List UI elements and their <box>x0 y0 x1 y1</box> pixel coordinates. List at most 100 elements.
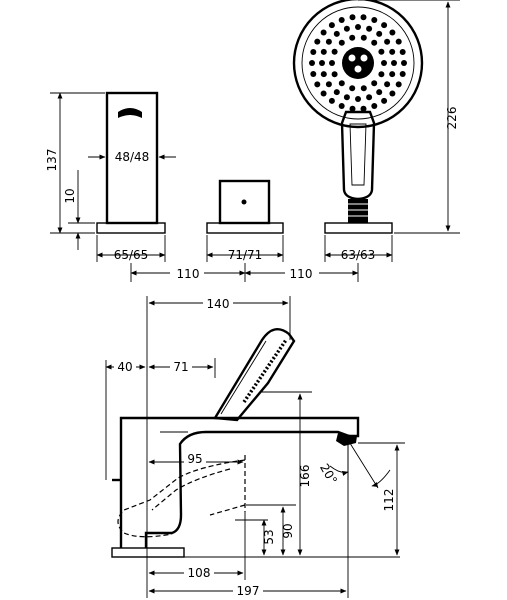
dim-handle-reach: 95 <box>148 452 244 466</box>
spout-base-label: 65/65 <box>114 248 149 262</box>
nozzle-dot <box>325 81 332 88</box>
nozzle-dot <box>331 71 338 78</box>
nozzle-dot <box>320 71 327 78</box>
height-112-label: 112 <box>382 489 396 512</box>
nozzle-dot <box>371 17 378 23</box>
nozzle-dot <box>328 97 335 104</box>
nozzle-dot <box>338 17 345 23</box>
nozzle-dot <box>331 48 338 55</box>
spout-projection-label: 108 <box>188 566 211 580</box>
nozzle-dot <box>360 34 367 41</box>
nozzle-dot <box>399 71 406 77</box>
nozzle-dot <box>338 39 345 46</box>
nozzle-dot <box>338 103 345 109</box>
nozzle-dot <box>349 14 356 21</box>
spacing-left-label: 110 <box>177 267 200 281</box>
spout-front-view <box>96 91 166 234</box>
spray-angle-label: 20° <box>317 461 340 486</box>
hand-shower-side-view <box>212 328 296 422</box>
nozzle-dot <box>371 39 378 46</box>
nozzle-dot <box>319 60 325 66</box>
spout-width-label: 48/48 <box>115 150 150 164</box>
dim-diverter-base: 71/71 <box>206 235 284 262</box>
nozzle-dot <box>389 90 396 97</box>
nozzle-dot <box>381 60 387 66</box>
nozzle-dot <box>376 30 383 37</box>
nozzle-dot <box>349 105 356 112</box>
spout-outlet-icon-side <box>336 433 357 446</box>
nozzle-dot <box>349 85 356 92</box>
nozzle-dot <box>381 97 388 104</box>
offset-left-label: 40 <box>117 360 132 374</box>
nozzle-dot <box>329 60 335 66</box>
overall-depth-label: 197 <box>237 584 260 598</box>
diverter-base-label: 71/71 <box>228 248 263 262</box>
nozzle-dot <box>401 60 407 66</box>
dim-bottom: 108 197 <box>148 512 347 598</box>
nozzle-dot <box>371 80 378 87</box>
nozzle-dot <box>320 48 327 55</box>
holder-base-label: 63/63 <box>341 248 376 262</box>
total-height-label: 226 <box>445 107 459 130</box>
dim-holder-base: 63/63 <box>324 235 393 262</box>
dim-offsets: 40 71 <box>105 360 214 374</box>
nozzle-dot <box>360 14 367 21</box>
nozzle-dot <box>395 81 402 88</box>
nozzle-dot <box>310 71 317 77</box>
nozzle-dot <box>360 105 367 112</box>
nozzle-dot <box>371 103 378 109</box>
nozzle-dot <box>389 71 396 78</box>
spout-outlet-icon <box>118 108 142 118</box>
nozzle-dot <box>343 25 350 32</box>
nozzle-dot <box>349 34 356 41</box>
nozzle-dot <box>384 81 391 88</box>
nozzle-dot <box>389 29 396 36</box>
nozzle-dot <box>399 49 406 55</box>
nozzle-dot <box>325 38 332 45</box>
nozzle-dot <box>366 94 373 101</box>
diverter-front-view <box>206 179 284 234</box>
nozzle-dot <box>360 85 367 92</box>
nozzle-dot <box>320 29 327 36</box>
nozzle-dot <box>333 89 340 96</box>
dim-spout-base: 65/65 <box>96 235 166 262</box>
nozzle-dot <box>378 48 385 55</box>
dim-overall-top: 140 <box>148 296 289 311</box>
dim-spout-plate: 10 <box>63 170 95 250</box>
nozzle-dot <box>314 81 321 88</box>
nozzle-dot <box>309 60 315 66</box>
nozzle-dot <box>338 80 345 87</box>
handle-reach-label: 95 <box>187 452 202 466</box>
dim-spray-angle: 20° <box>317 439 391 489</box>
nozzle-dot <box>389 48 396 55</box>
spacing-right-label: 110 <box>290 267 313 281</box>
nozzle-dot <box>384 38 391 45</box>
nozzle-dot <box>320 90 327 97</box>
dim-spout-width: 48/48 <box>88 150 176 164</box>
nozzle-dot <box>314 38 321 45</box>
nozzle-dot <box>395 38 402 45</box>
overall-top-label: 140 <box>207 297 230 311</box>
nozzle-dot <box>355 24 361 30</box>
height-53-label: 53 <box>262 529 276 544</box>
offset-handle-label: 71 <box>173 360 188 374</box>
nozzle-dot <box>355 96 361 102</box>
height-90-label: 90 <box>281 523 295 538</box>
spout-side-view <box>111 416 360 558</box>
nozzle-dot <box>376 89 383 96</box>
nozzle-dot <box>310 49 317 55</box>
dim-side-heights: 166 90 53 112 <box>140 391 405 558</box>
nozzle-dot <box>366 25 373 32</box>
dim-spacing: 110 110 <box>130 263 359 282</box>
nozzle-dot <box>391 60 397 66</box>
height-166-label: 166 <box>298 465 312 488</box>
nozzle-dot <box>343 94 350 101</box>
nozzle-dot <box>381 22 388 29</box>
spout-height-label: 137 <box>45 149 59 172</box>
shower-nozzles <box>309 14 407 112</box>
nozzle-dot <box>328 22 335 29</box>
hand-shower-front-view <box>292 0 424 234</box>
dim-spout-height: 137 <box>45 92 105 234</box>
spout-plate-label: 10 <box>63 188 77 203</box>
